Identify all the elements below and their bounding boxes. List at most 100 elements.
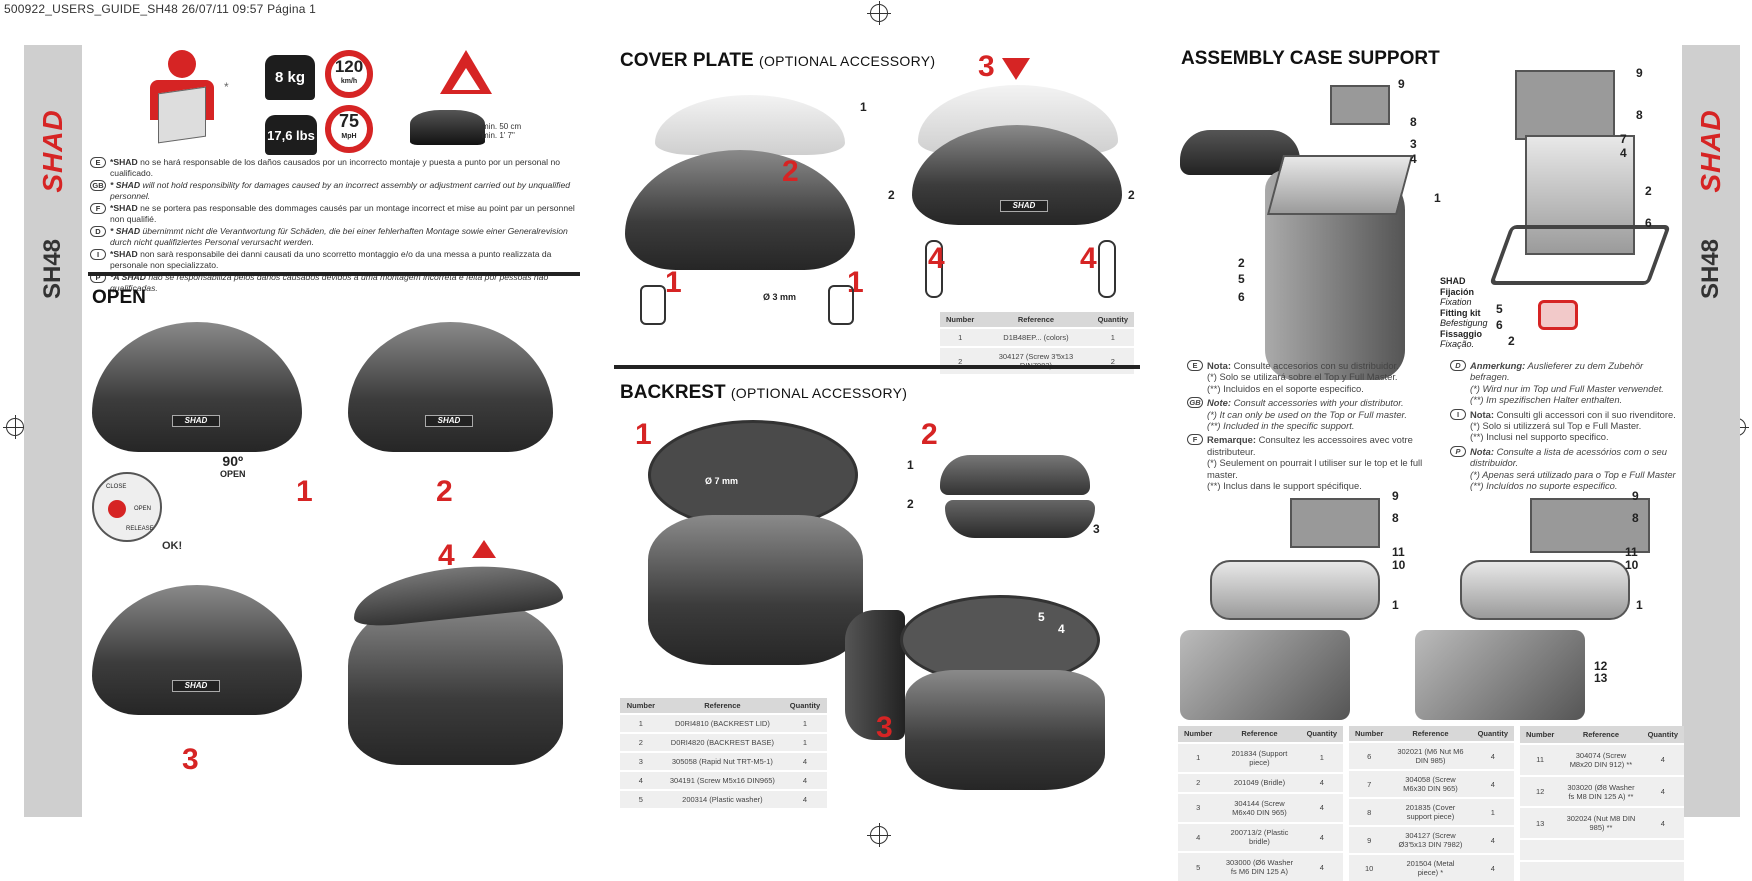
text: Reference bbox=[1218, 726, 1301, 743]
text: (*) Solo si utilizzerá sul Top e Full Ma… bbox=[1470, 420, 1642, 432]
text: 201835 (Cover support piece) bbox=[1389, 797, 1472, 826]
text: não se responsabiliza pelos danos causad… bbox=[110, 272, 549, 293]
callout-number: 11 bbox=[1392, 545, 1405, 559]
screwdriver-icon bbox=[925, 240, 943, 298]
shad-logo: SHAD bbox=[1695, 109, 1726, 193]
text: 12 bbox=[1520, 774, 1561, 808]
shad-logo: SHAD bbox=[37, 109, 68, 193]
screwdriver-icon bbox=[1098, 240, 1116, 298]
text: D bbox=[1450, 360, 1466, 371]
step-number: 2 bbox=[436, 475, 453, 508]
text: Remarque: bbox=[1207, 434, 1256, 446]
text: 4 bbox=[1471, 741, 1514, 770]
text: 302024 (Nut M8 DIN 985) ** bbox=[1560, 806, 1642, 840]
step-number: 4 bbox=[928, 242, 945, 275]
text: 75 bbox=[338, 111, 360, 131]
text: 305058 (Rapid Nut TRT-M5-1) bbox=[661, 751, 784, 771]
text: GB bbox=[90, 180, 106, 191]
text: 4 bbox=[1471, 769, 1514, 798]
case-illustration bbox=[648, 515, 863, 665]
text: 1 bbox=[1300, 741, 1343, 773]
callout-number: 7 bbox=[1620, 132, 1627, 146]
text: 4 bbox=[783, 751, 827, 771]
text: übernimmt nicht die Verantwortung für Sc… bbox=[110, 226, 568, 247]
text: (*) Solo se utilizará sobre el Top y Ful… bbox=[1207, 371, 1398, 383]
text: OPEN bbox=[220, 469, 246, 479]
drill-icon bbox=[640, 285, 666, 325]
weight-kg-icon: 8 kg bbox=[265, 55, 315, 100]
text: min. 50 cm bbox=[482, 122, 522, 131]
text: 13 bbox=[1520, 806, 1561, 840]
registration-mark-icon bbox=[867, 1, 891, 25]
arrow-down-icon bbox=[1002, 58, 1030, 80]
callout-number: 10 bbox=[1625, 558, 1639, 572]
callout-number: 6 bbox=[1496, 318, 1503, 332]
text: P bbox=[1450, 445, 1466, 457]
case-illustration bbox=[92, 322, 302, 452]
cover-support-illustration bbox=[1530, 498, 1650, 553]
step-number: 3 bbox=[182, 743, 199, 776]
backrest-base-illustration bbox=[945, 500, 1095, 538]
text: 201504 (Metal piece) * bbox=[1389, 853, 1472, 881]
cover-support-illustration bbox=[1515, 70, 1615, 140]
text: 2 bbox=[620, 732, 662, 752]
support-plate-illustration bbox=[1266, 155, 1414, 215]
step-number: 1 bbox=[296, 475, 313, 508]
callout-number: 8 bbox=[1410, 115, 1417, 129]
text: 4 bbox=[1300, 821, 1343, 853]
text: 201834 (Support piece) bbox=[1218, 741, 1301, 773]
support-plate-illustration bbox=[1210, 560, 1380, 620]
callout-number: 2 bbox=[1508, 334, 1515, 348]
open-section-title: OPEN bbox=[92, 287, 146, 308]
backrest-title: BACKREST (OPTIONAL ACCESSORY) bbox=[620, 382, 907, 404]
callout-number: 9 bbox=[1398, 77, 1405, 91]
text: 304074 (Screw M8x20 DIN 912) ** bbox=[1560, 743, 1642, 776]
text: (*) Wird nur im Top und Full Master verw… bbox=[1470, 382, 1664, 394]
text: SHAD bbox=[172, 415, 220, 427]
section-divider bbox=[614, 365, 1140, 369]
support-plate-illustration bbox=[1460, 560, 1630, 620]
text: 4 bbox=[1300, 851, 1343, 881]
file-header: 500922_USERS_GUIDE_SH48 26/07/11 09:57 P… bbox=[4, 2, 317, 16]
step-number: 3 bbox=[978, 50, 995, 83]
text: E bbox=[1187, 360, 1203, 371]
step-number: 1 bbox=[635, 418, 652, 451]
text: Consulte a lista de acessórios com o seu… bbox=[1470, 445, 1667, 469]
text: 1 bbox=[1471, 797, 1514, 826]
text: D1B48EP... (colors) bbox=[980, 327, 1092, 347]
text: Consulte accesorios con su distribuidor. bbox=[1233, 360, 1399, 371]
text: SHAD bbox=[172, 680, 220, 692]
text: SHAD bbox=[1000, 200, 1048, 212]
text: Consultez les accessoires avec votre dis… bbox=[1207, 434, 1413, 457]
text: 4 bbox=[1641, 743, 1684, 776]
text: 303000 (Ø6 Washer fs M6 DIN 125 A) bbox=[1218, 851, 1301, 881]
callout-number: 12 bbox=[1594, 659, 1608, 673]
text: CLOSE bbox=[106, 484, 127, 490]
text: Quantity bbox=[1300, 726, 1343, 743]
step-number: 4 bbox=[1080, 242, 1097, 275]
text: 2 bbox=[1091, 346, 1134, 374]
text: (*) Apenas será utilizado para o Top e F… bbox=[1470, 468, 1676, 480]
arrow-up-icon bbox=[472, 540, 496, 558]
assembly-title: ASSEMBLY CASE SUPPORT bbox=[1181, 48, 1440, 69]
text: Note: bbox=[1207, 397, 1231, 409]
callout-number: 5 bbox=[1038, 610, 1045, 624]
open-case-illustration bbox=[348, 600, 563, 765]
drill-size-label: Ø 7 mm bbox=[705, 476, 739, 486]
text: 304191 (Screw M5x16 DIN965) bbox=[661, 770, 784, 790]
text: Quantity bbox=[783, 698, 827, 714]
callout-number: 9 bbox=[1392, 489, 1399, 503]
ok-label: OK! bbox=[162, 540, 183, 552]
